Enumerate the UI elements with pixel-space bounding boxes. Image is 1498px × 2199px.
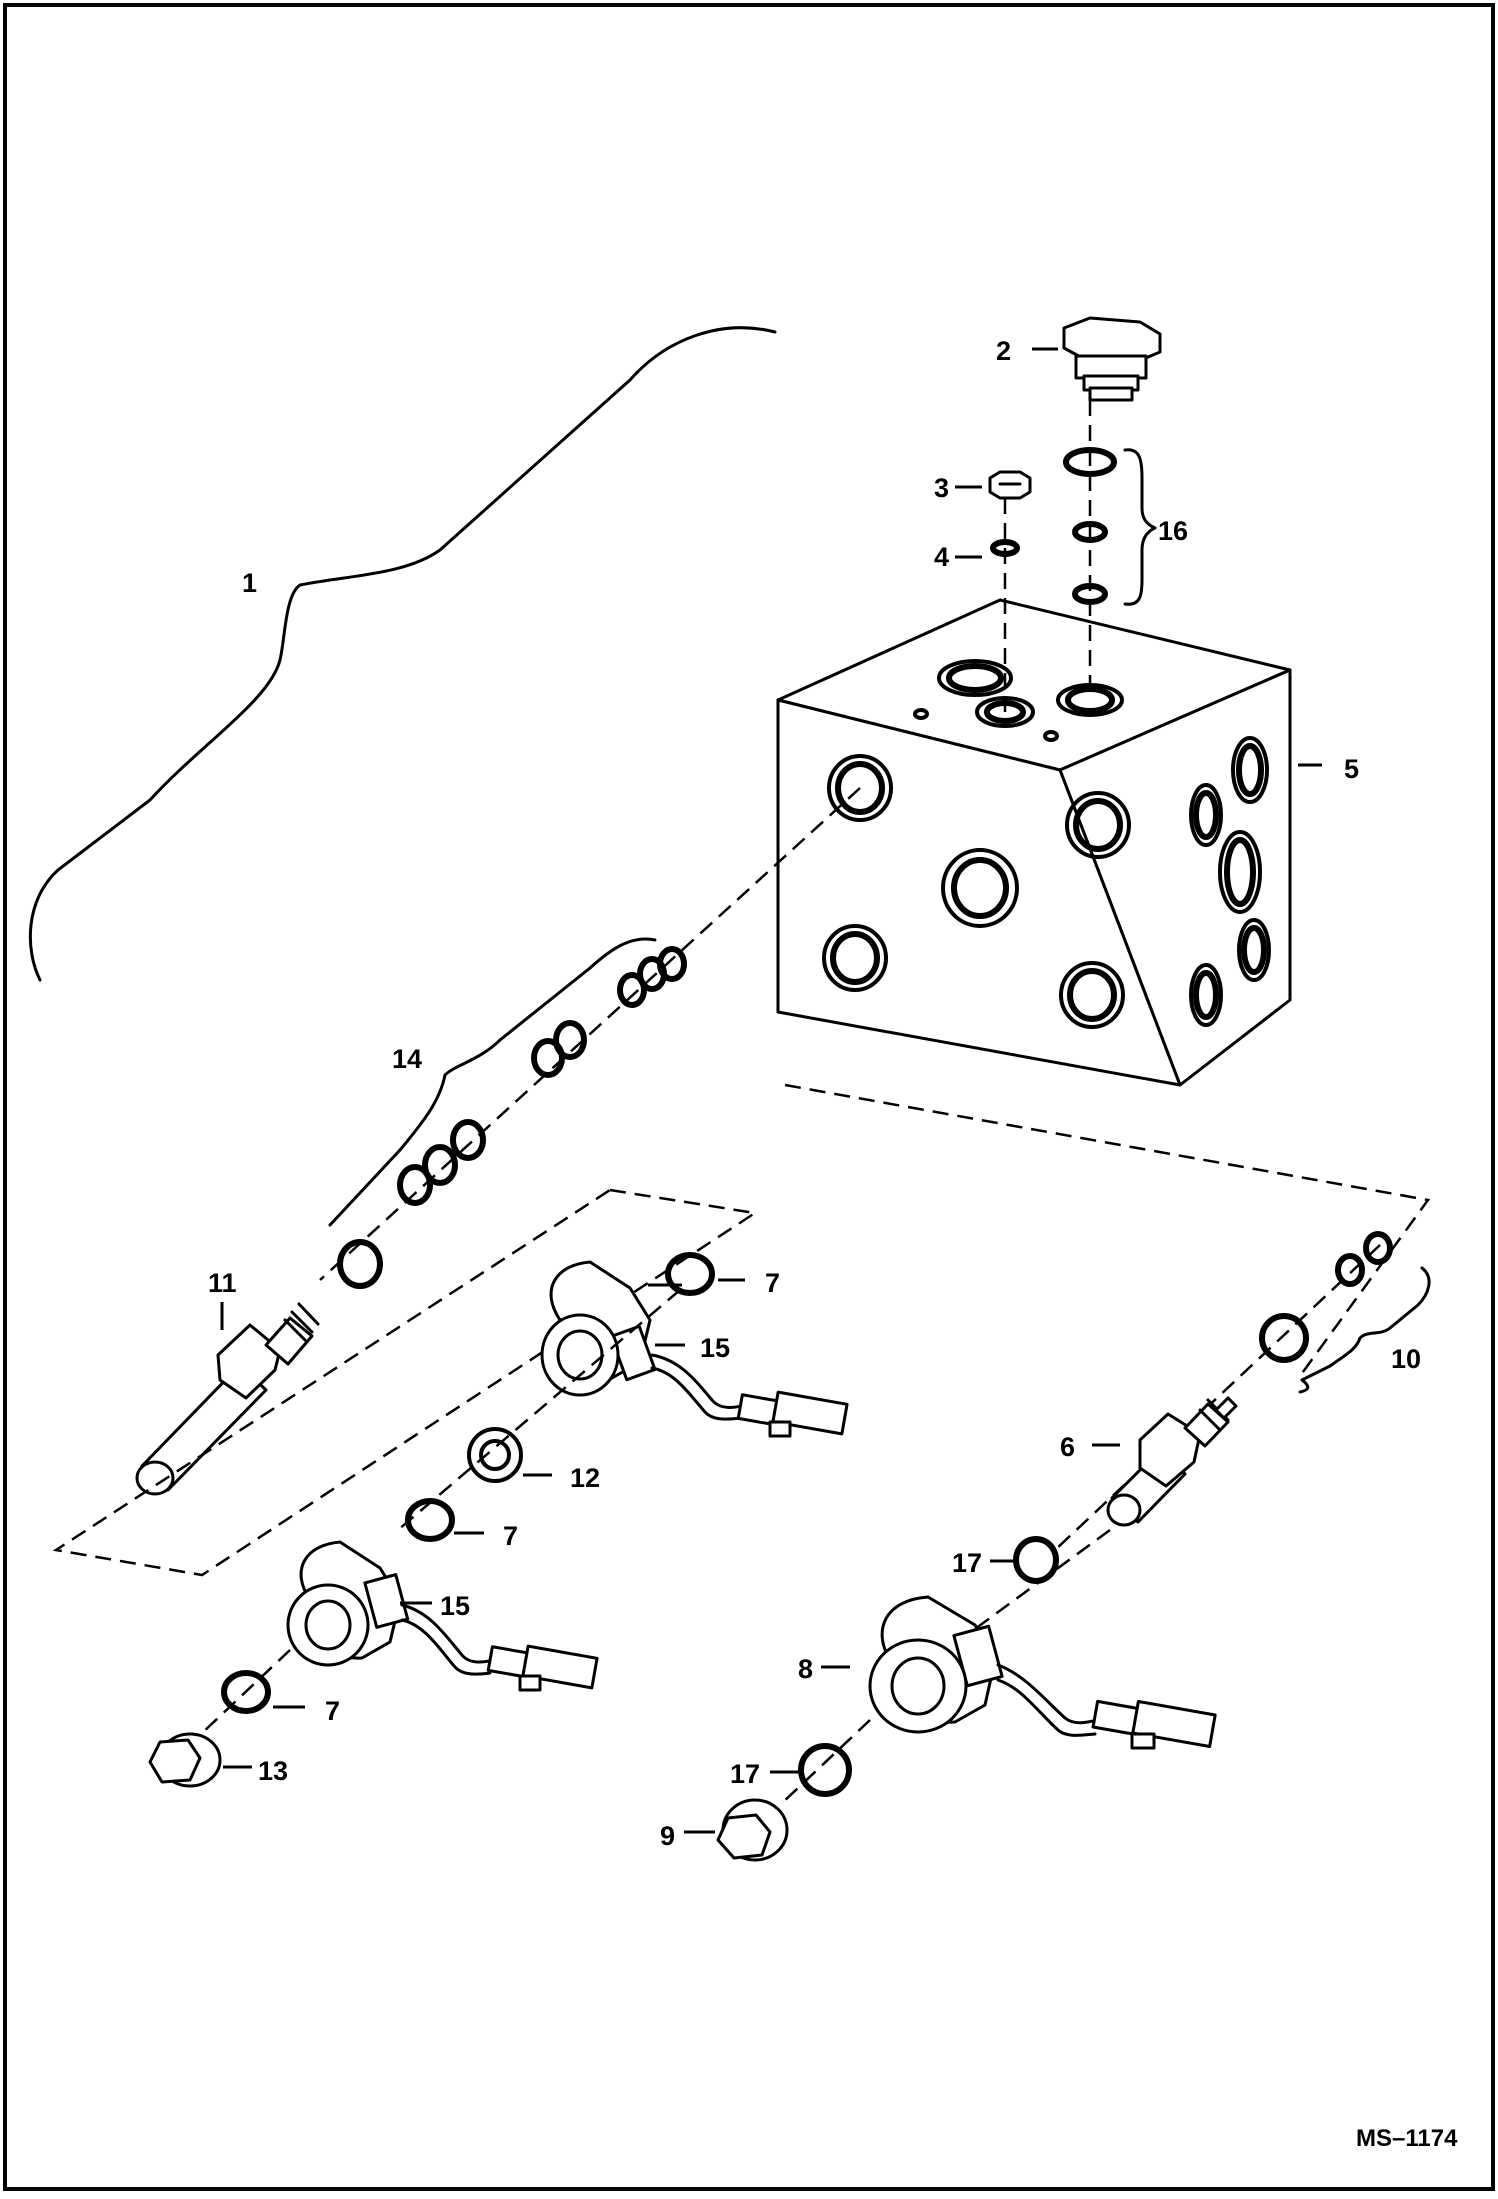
solenoid-coil-upper	[540, 1260, 849, 1438]
callout-7a: 7	[765, 1268, 780, 1298]
callout-8: 8	[798, 1654, 813, 1684]
bracket-16	[1123, 448, 1157, 606]
page-border	[3, 3, 1495, 2191]
nut-9	[716, 1798, 789, 1862]
callout-3: 3	[934, 473, 949, 503]
solenoid-coil-8	[868, 1595, 1217, 1750]
callout-2: 2	[996, 336, 1011, 366]
nut-13	[148, 1732, 222, 1788]
callout-4: 4	[934, 542, 949, 572]
cartridge-valve-6	[1106, 1396, 1238, 1527]
callout-1: 1	[242, 568, 257, 598]
callout-10: 10	[1391, 1344, 1421, 1374]
callout-16: 16	[1158, 516, 1188, 546]
callout-17b: 17	[730, 1759, 760, 1789]
solenoid-coil-lower	[286, 1540, 599, 1692]
callout-15a: 15	[700, 1333, 730, 1363]
bracket-1	[28, 326, 777, 982]
callout-11: 11	[208, 1268, 237, 1298]
callout-12: 12	[570, 1463, 600, 1493]
relief-plug	[1062, 316, 1162, 402]
callout-5: 5	[1344, 754, 1359, 784]
callout-9: 9	[660, 1821, 675, 1851]
callout-6: 6	[1060, 1432, 1075, 1462]
callout-13: 13	[258, 1756, 288, 1786]
callout-14: 14	[392, 1044, 422, 1074]
small-plug	[988, 470, 1032, 500]
callout-7b: 7	[503, 1521, 518, 1551]
callout-15b: 15	[440, 1591, 470, 1621]
callout-7c: 7	[325, 1696, 340, 1726]
bracket-10	[1298, 1266, 1431, 1394]
callout-17a: 17	[952, 1548, 982, 1578]
drawing-code: MS–1174	[1356, 2125, 1458, 2152]
valve-block	[776, 598, 1292, 1087]
cartridge-valve-11	[135, 1302, 320, 1496]
bracket-14	[328, 937, 657, 1227]
